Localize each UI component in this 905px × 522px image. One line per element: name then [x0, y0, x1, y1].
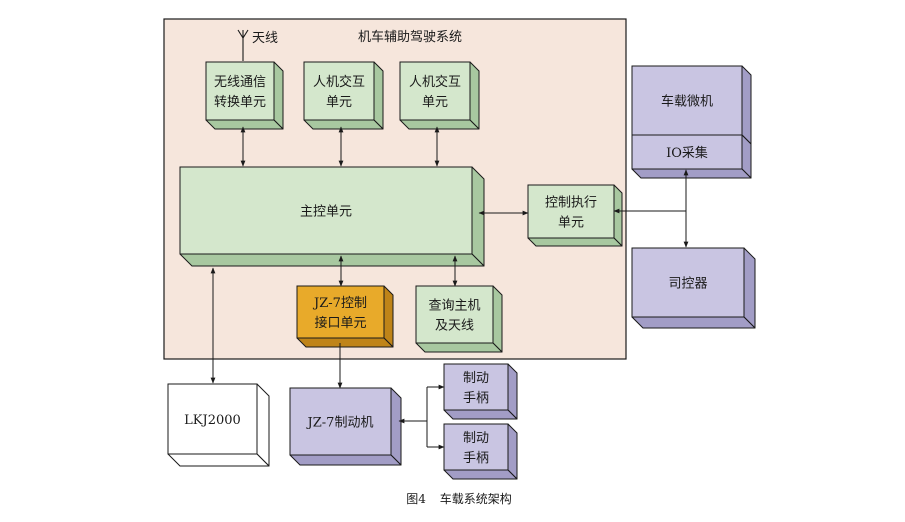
wireless-block-side — [273, 61, 284, 130]
onboard_pc-label-line-1: 车载微机 — [661, 94, 713, 110]
system-title: 机车辅助驾驶系统 — [358, 29, 462, 45]
driver-controller-block: 司控器 — [631, 247, 756, 329]
main-block-bottom — [179, 253, 485, 267]
io-block-face — [631, 134, 743, 170]
hmi2-block-side — [469, 61, 480, 130]
control_exec-block-face — [527, 184, 615, 239]
antenna-label: 天线 — [252, 31, 278, 46]
main-control-unit-block: 主控单元 — [179, 166, 485, 267]
jz7_brake-label-line-1: JZ-7制动机 — [306, 416, 374, 431]
lkj-block-face — [167, 383, 258, 455]
hmi1-block-face — [303, 61, 375, 121]
figure-caption: 图4 车载系统架构 — [406, 491, 511, 506]
onboard_pc-block-face — [631, 65, 743, 136]
wireless-block-bottom — [205, 119, 284, 130]
controller-block-bottom — [631, 316, 756, 329]
io-block-bottom — [631, 168, 752, 179]
query_host-block-side — [492, 285, 503, 353]
handle2-block-face — [443, 423, 509, 471]
lkj2000-block: LKJ2000 — [167, 383, 270, 467]
connectors — [210, 126, 689, 450]
jz7_interface-label-line-1: JZ-7控制 — [312, 296, 367, 311]
jz7_brake-block-face — [289, 387, 392, 456]
controller-label-line-1: 司控器 — [668, 277, 707, 292]
query_host-block-bottom — [415, 342, 503, 353]
jz7_interface-block-bottom — [296, 337, 394, 348]
query_host-label-line-1: 查询主机 — [428, 299, 480, 314]
handle1-block-bottom — [443, 409, 518, 420]
control_exec-block-side — [613, 184, 623, 247]
wireless-block-face — [205, 61, 275, 121]
io-label-line-1: IO采集 — [666, 145, 708, 161]
lkj-block-side — [256, 383, 270, 467]
wireless-label-line-1: 无线通信 — [214, 75, 266, 90]
handle2-label-line-1: 制动 — [463, 431, 489, 446]
handle1-label-line-2: 手柄 — [463, 391, 489, 406]
hmi1-block-bottom — [303, 119, 384, 130]
io-acquisition-block: IO采集 — [631, 134, 752, 179]
wireless-label-line-2: 转换单元 — [214, 95, 266, 110]
jz7_brake-block-side — [390, 387, 402, 466]
figure-number: 图4 — [406, 492, 426, 506]
hmi2-block-bottom — [399, 119, 480, 130]
jz7_interface-label-line-2: 接口单元 — [314, 315, 366, 331]
main-label-line-1: 主控单元 — [300, 205, 352, 220]
onboard_pc-block-side — [741, 65, 752, 145]
hmi1-block-side — [373, 61, 384, 130]
antenna-icon — [237, 29, 249, 61]
figure-title: 车载系统架构 — [440, 491, 512, 506]
query_host-block-face — [415, 285, 494, 344]
control_exec-block-bottom — [527, 237, 623, 247]
jz7_brake-block-bottom — [289, 454, 402, 466]
controller-block-side — [743, 247, 756, 329]
jz7_interface-block-side — [383, 285, 394, 348]
onboard-computer-block: 车载微机 — [631, 65, 752, 145]
hmi2-label-line-1: 人机交互 — [409, 74, 461, 90]
hmi1-label-line-2: 单元 — [326, 95, 352, 110]
controller-block-face — [631, 247, 745, 318]
handle2-block-bottom — [443, 469, 518, 480]
hmi2-block-face — [399, 61, 471, 121]
control_exec-label-line-2: 单元 — [558, 216, 584, 231]
jz7-brake-block: JZ-7制动机 — [289, 387, 402, 466]
hmi1-label-line-1: 人机交互 — [313, 74, 365, 90]
control_exec-label-line-1: 控制执行 — [545, 196, 597, 211]
handle1-block-face — [443, 363, 509, 411]
main-block-face — [179, 166, 473, 255]
jz7_interface-block-face — [296, 285, 385, 339]
lkj-block-bottom — [167, 453, 270, 467]
main-block-side — [471, 166, 485, 267]
lkj-label-line-1: LKJ2000 — [184, 413, 241, 428]
hmi2-label-line-2: 单元 — [422, 95, 448, 110]
handle1-label-line-1: 制动 — [463, 371, 489, 386]
query_host-label-line-2: 及天线 — [435, 319, 474, 334]
handle2-label-line-2: 手柄 — [463, 451, 489, 466]
